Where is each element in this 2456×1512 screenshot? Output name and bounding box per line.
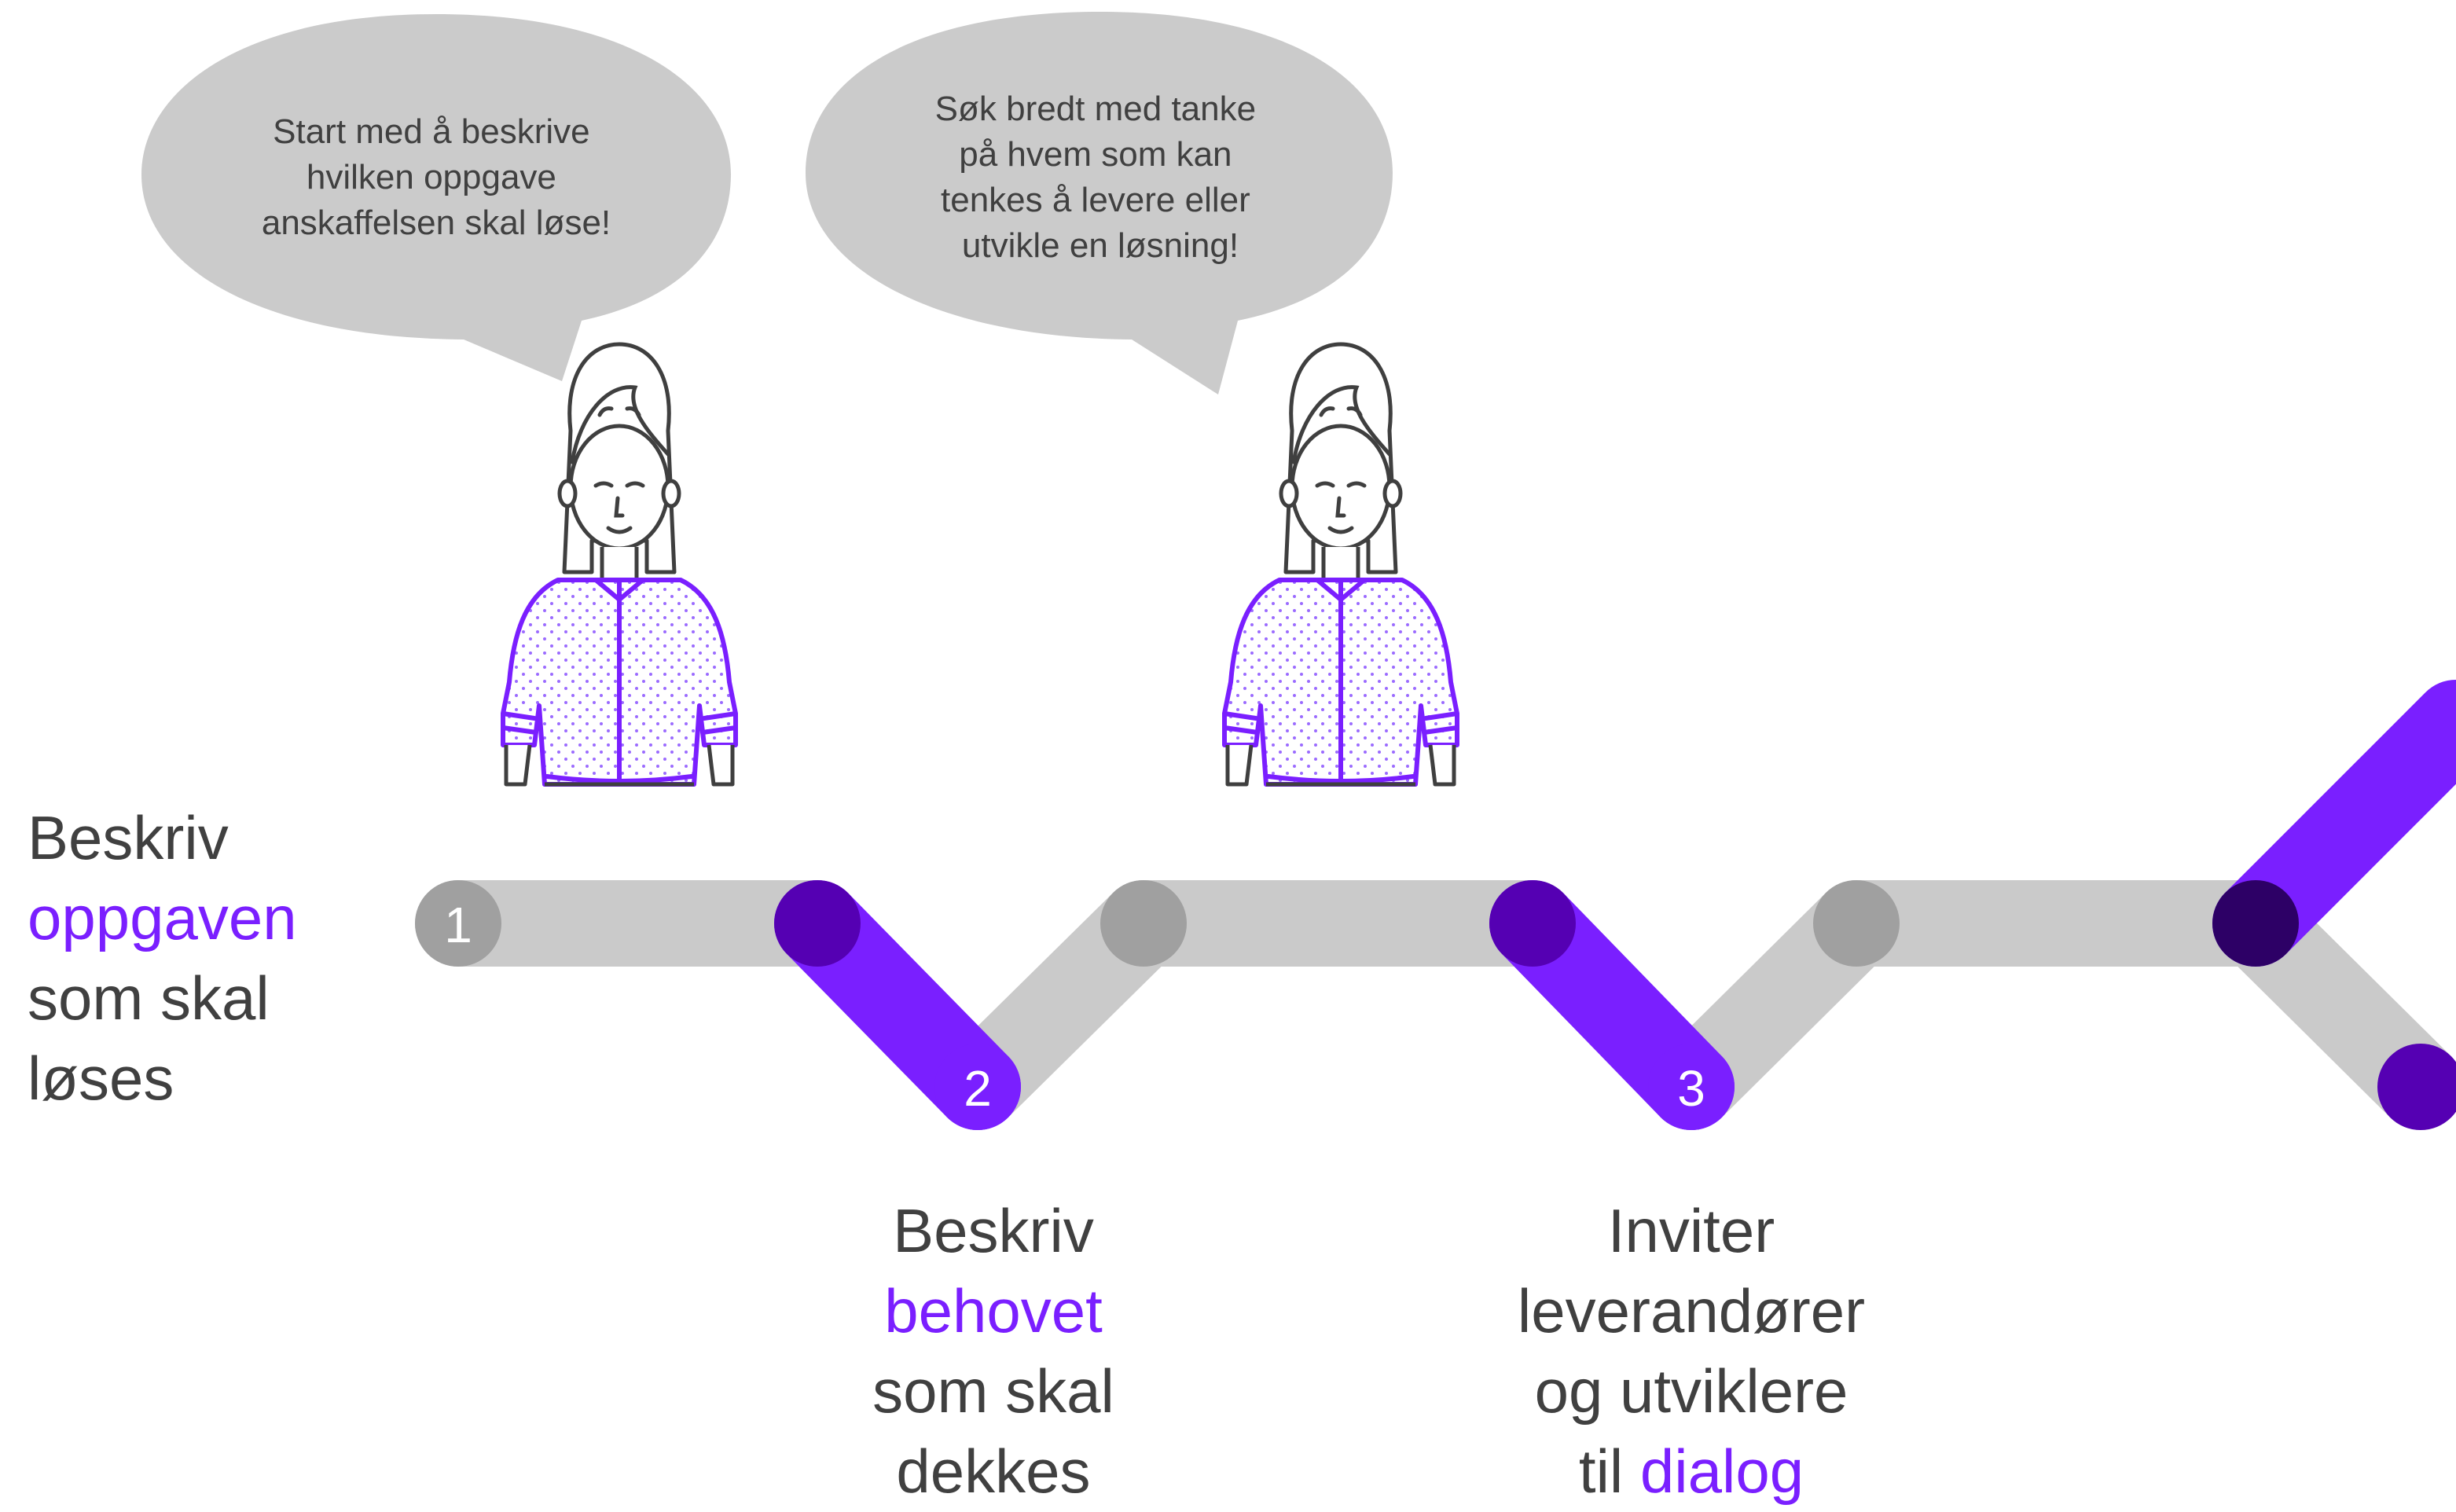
step-3-number: 3 (1677, 1060, 1705, 1117)
label-text: dekkes (896, 1437, 1090, 1506)
bubble-text-1: Start med å beskrive hvilken oppgave ans… (262, 112, 611, 242)
highlight-word: dialog (1640, 1437, 1804, 1506)
speech-bubble-icon (806, 12, 1393, 395)
label-text: Beskriv (893, 1196, 1094, 1265)
label-text: Beskriv (28, 803, 229, 872)
step-1-number: 1 (444, 897, 472, 953)
person-icon (1222, 342, 1459, 787)
step-3-label: Inviter leverandører og utviklere til dialo… (1518, 1196, 1865, 1506)
bubble-text-2: Søk bredt med tanke på hvem som kan tenk… (935, 90, 1266, 265)
label-text: til (1579, 1437, 1640, 1506)
speech-bubble-icon (141, 14, 731, 381)
track-node (2212, 880, 2299, 967)
speech-bubble-1: Start med å beskrive hvilken oppgave ans… (141, 14, 731, 381)
step-2-number: 2 (964, 1060, 992, 1117)
highlight-word: behovet (884, 1276, 1103, 1345)
highlight-word: oppgaven (28, 883, 297, 952)
step-2-label: Beskriv behovet som skal dekkes (872, 1196, 1114, 1506)
track-node (1489, 880, 1576, 967)
label-text: som skal (872, 1356, 1114, 1426)
step-3-marker (1648, 1044, 1735, 1130)
label-text: leverandører (1518, 1276, 1865, 1345)
track-segment-highlight (2212, 680, 2456, 967)
track-node (1813, 880, 1900, 967)
timeline-track: 1 2 3 (415, 680, 2456, 1130)
track-node (1100, 880, 1187, 967)
track-node (774, 880, 861, 967)
label-text: som skal (28, 963, 270, 1033)
step-1-marker (415, 880, 501, 967)
label-text: Inviter (1608, 1196, 1775, 1265)
speech-bubble-2: Søk bredt med tanke på hvem som kan tenk… (806, 12, 1393, 395)
label-text: og utviklere (1535, 1356, 1848, 1426)
track-node (2377, 1044, 2456, 1130)
step-2-marker (934, 1044, 1021, 1130)
person-icon (501, 342, 738, 787)
step-1-label: Beskriv oppgaven som skal løses (28, 803, 297, 1113)
label-text: løses (28, 1044, 174, 1113)
